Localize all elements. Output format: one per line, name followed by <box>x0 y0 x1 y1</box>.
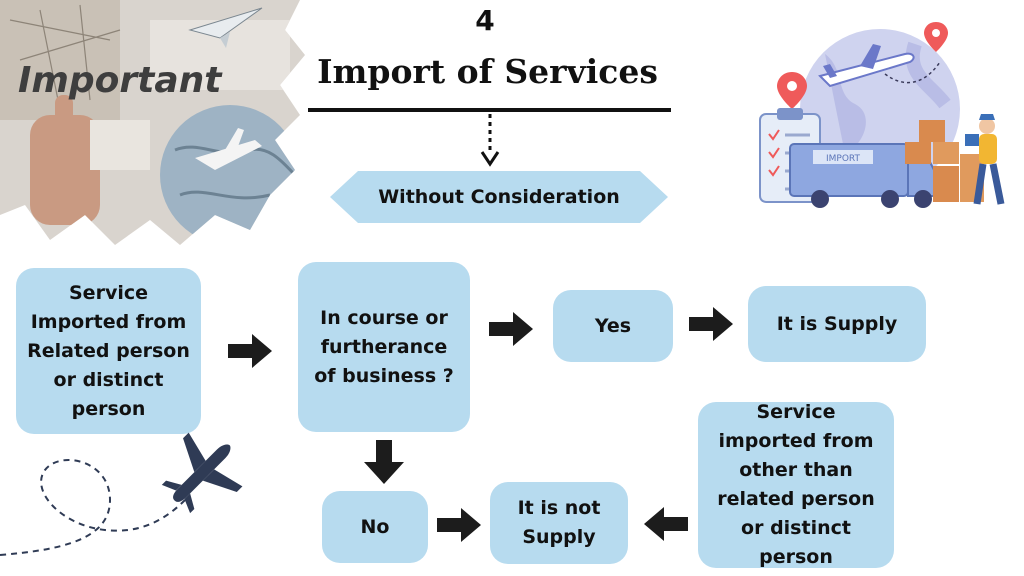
airplane-icon <box>161 432 243 514</box>
arrow-course-to-yes <box>489 312 533 346</box>
box-it-is-supply: It is Supply <box>748 286 926 362</box>
subtitle-banner: Without Consideration <box>378 186 620 208</box>
arrow-other-to-not-supply <box>644 507 688 541</box>
step-number: 4 <box>475 4 495 37</box>
title-underline <box>308 108 671 112</box>
subtitle-banner-shape <box>330 171 668 223</box>
important-label: Important <box>18 60 223 101</box>
box-no: No <box>322 491 428 563</box>
box-yes: Yes <box>553 290 673 362</box>
truck-label: IMPORT <box>826 154 861 164</box>
box-course-of-business: In course or furtherance of business ? <box>298 262 470 432</box>
arrow-related-to-course <box>228 334 272 368</box>
title-connector <box>480 114 500 167</box>
box-other-than-related: Service imported from other than related… <box>698 401 894 568</box>
arrow-no-to-not-supply <box>437 508 481 542</box>
arrow-course-to-no <box>364 440 404 484</box>
box-related-person: Service Imported from Related person or … <box>16 268 201 434</box>
page-title: Import of Services <box>317 52 658 91</box>
arrow-yes-to-supply <box>689 307 733 341</box>
flight-path-decoration <box>0 432 243 556</box>
important-collage: Important <box>0 0 305 245</box>
box-it-is-not-supply: It is not Supply <box>490 482 628 564</box>
import-illustration: IMPORT <box>759 22 1005 208</box>
